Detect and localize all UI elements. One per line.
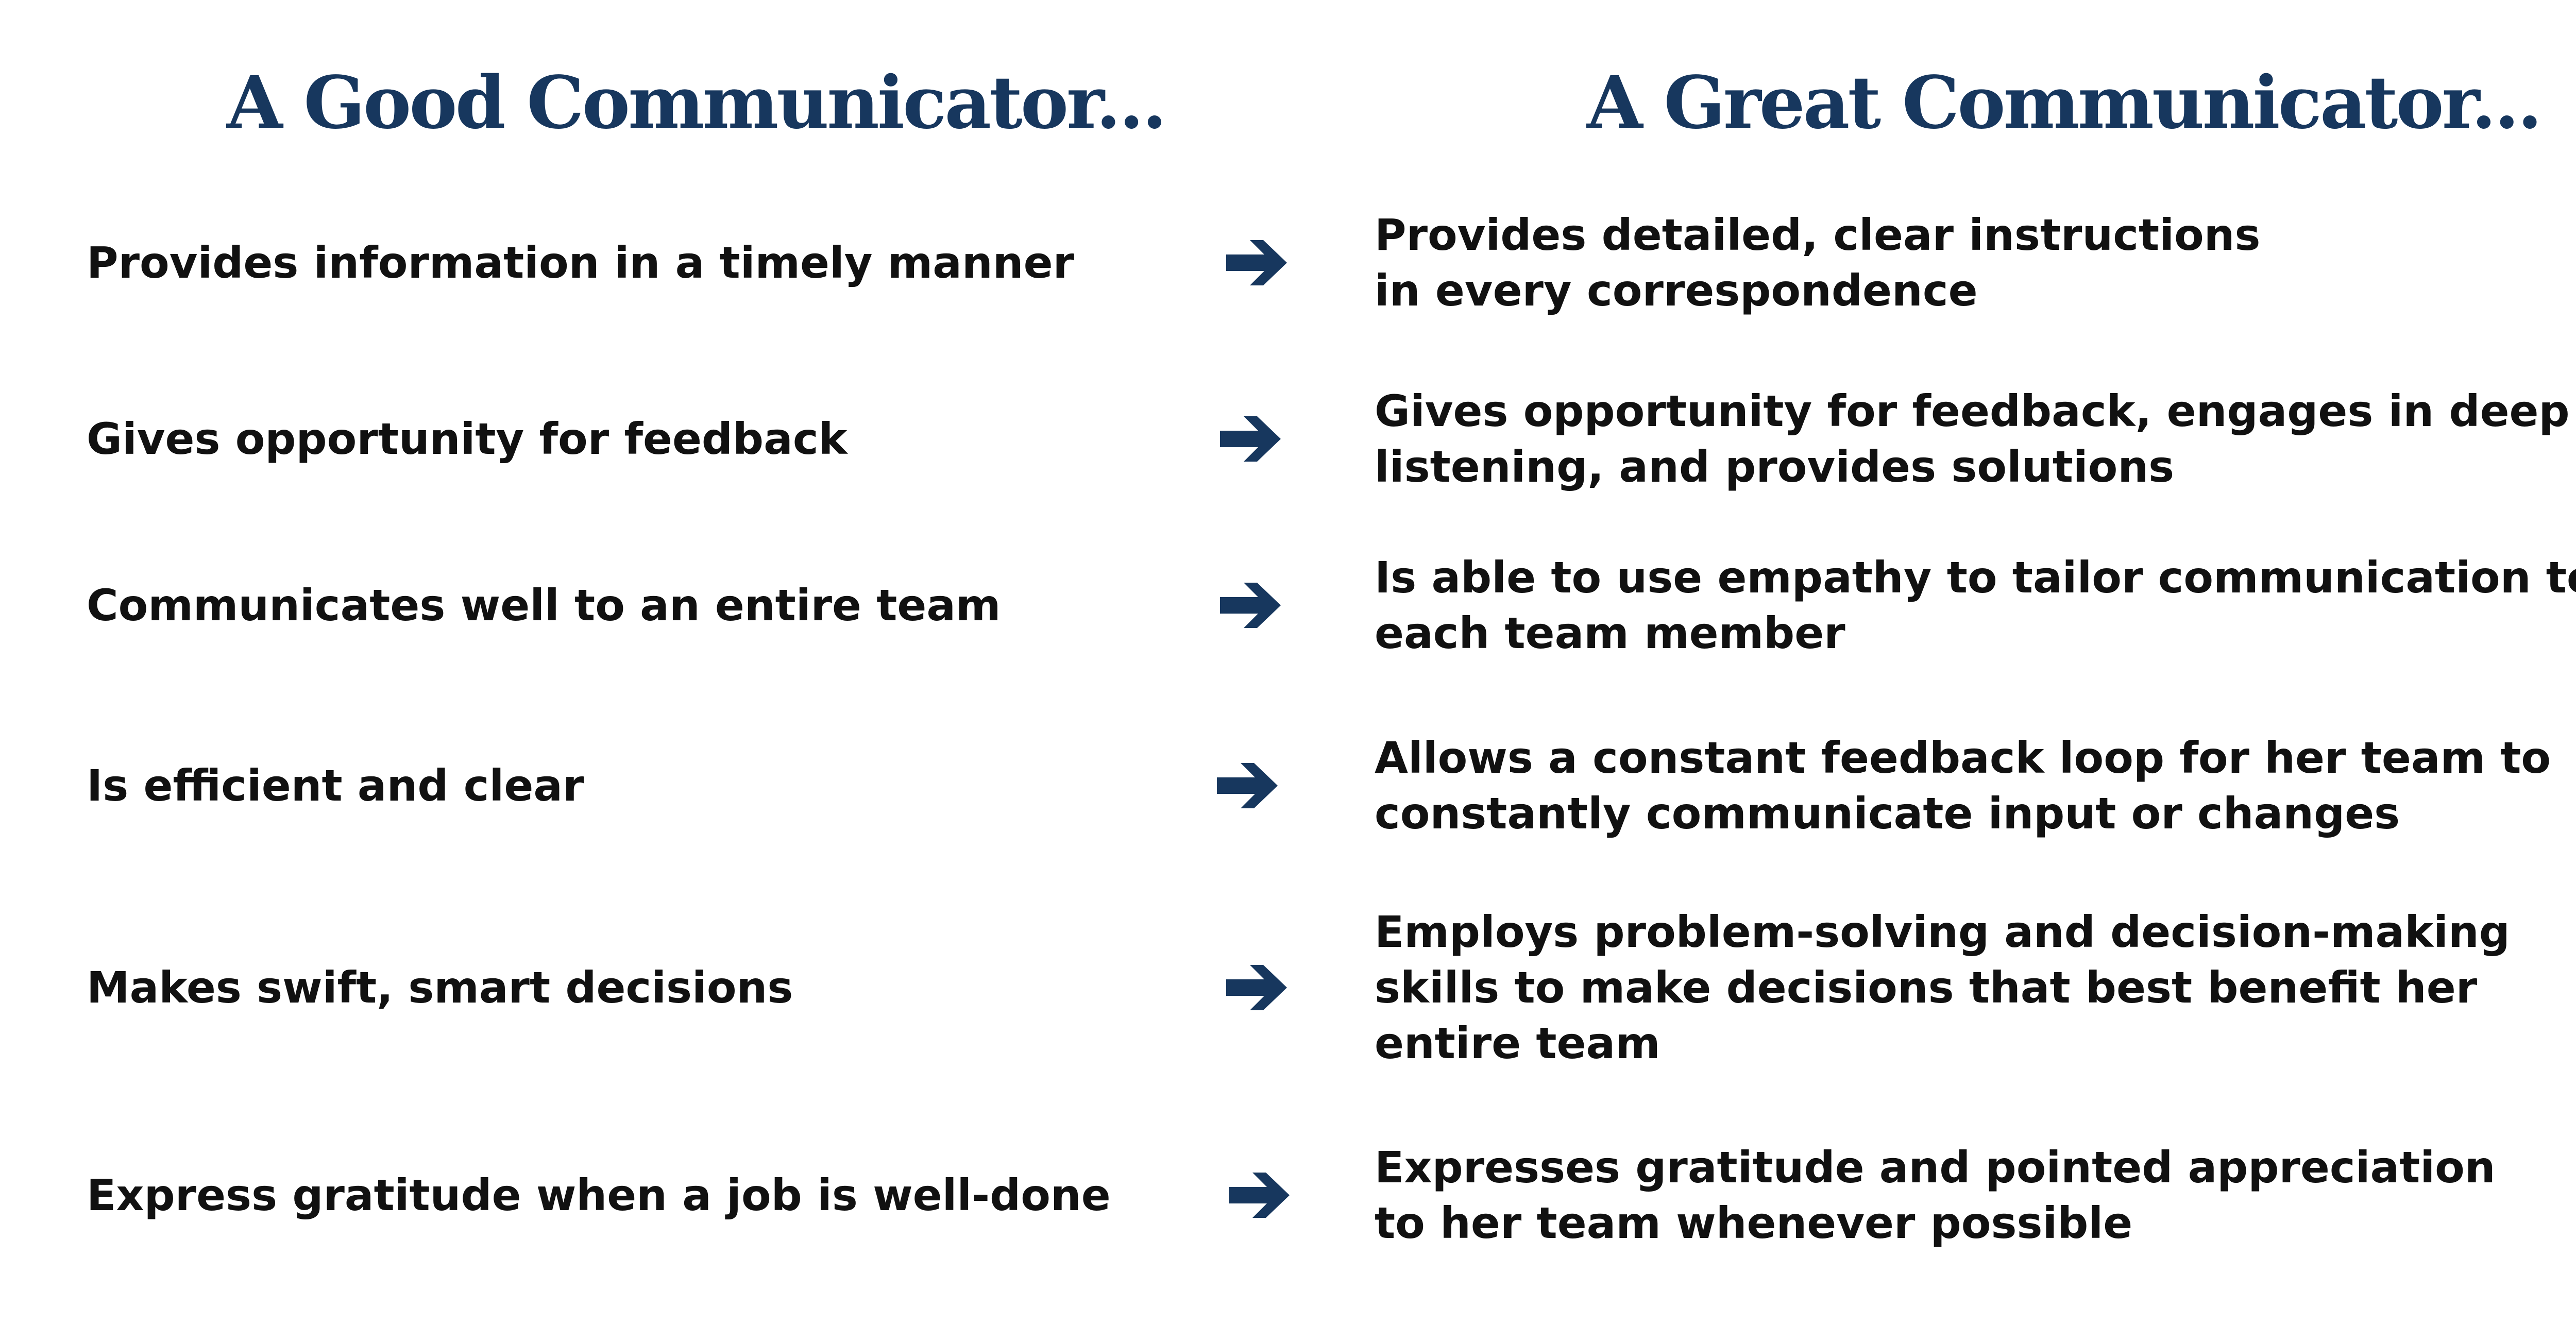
great-trait-line: each team member — [1375, 608, 1845, 658]
great-trait-line: skills to make decisions that best benef… — [1375, 962, 2478, 1013]
great-trait-line: Allows a constant feedback loop for her … — [1375, 733, 2551, 783]
good-trait: Makes swift, smart decisions — [87, 962, 793, 1013]
great-trait: Employs problem-solving and decision-mak… — [1375, 904, 2510, 1071]
great-trait: Is able to use empathy to tailor communi… — [1375, 550, 2576, 661]
arrow-right-icon — [1220, 416, 1281, 462]
good-trait: Is efficient and clear — [87, 760, 584, 811]
arrow-right-icon — [1226, 965, 1287, 1010]
great-trait-line: entire team — [1375, 1018, 1660, 1068]
good-trait: Communicates well to an entire team — [87, 580, 1001, 631]
great-trait: Provides detailed, clear instructions in… — [1375, 207, 2261, 318]
great-trait-line: constantly communicate input or changes — [1375, 788, 2400, 839]
great-trait-line: Provides detailed, clear instructions — [1375, 210, 2261, 260]
great-trait: Allows a constant feedback loop for her … — [1375, 730, 2551, 841]
great-trait-line: Is able to use empathy to tailor communi… — [1375, 552, 2576, 603]
great-trait-line: Gives opportunity for feedback, engages … — [1375, 386, 2570, 436]
great-trait-line: listening, and provides solutions — [1375, 442, 2175, 492]
good-trait: Gives opportunity for feedback — [87, 414, 848, 464]
good-trait: Express gratitude when a job is well-don… — [87, 1170, 1111, 1220]
great-trait-line: Employs problem-solving and decision-mak… — [1375, 907, 2510, 957]
great-trait-line: in every correspondence — [1375, 265, 1978, 316]
arrow-right-icon — [1217, 763, 1278, 808]
good-communicator-heading: A Good Communicator... — [227, 61, 1167, 145]
arrow-right-icon — [1226, 240, 1287, 285]
great-trait: Expresses gratitude and pointed apprecia… — [1375, 1140, 2496, 1251]
great-trait-line: Expresses gratitude and pointed apprecia… — [1375, 1142, 2496, 1193]
arrow-right-icon — [1220, 583, 1281, 628]
great-communicator-heading: A Great Communicator... — [1587, 61, 2543, 145]
arrow-right-icon — [1229, 1173, 1290, 1218]
great-trait: Gives opportunity for feedback, engages … — [1375, 383, 2570, 495]
good-trait: Provides information in a timely manner — [87, 237, 1074, 288]
great-trait-line: to her team whenever possible — [1375, 1198, 2133, 1248]
